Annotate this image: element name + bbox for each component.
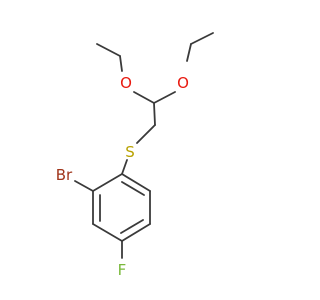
bond-ring-bromine [74,180,94,192]
bond-acetal-ch2 [153,102,156,126]
atom-oxygen-right: O [177,74,189,92]
ring-double-bond-2 [120,219,144,234]
atom-sulfur: S [125,143,135,161]
bond-ethyl-left-ch2 [119,55,123,72]
bond-ethyl-right-ch3 [190,32,214,45]
ring-bond-3 [121,223,151,242]
bond-ethyl-left-ch3 [96,43,121,57]
ring-double-bond-1 [121,181,145,196]
ring-bond-4 [92,223,123,242]
bond-sulfur-ring [121,159,128,175]
molecule-canvas: O O S Br F [55,32,214,279]
bond-oxygen-right-acetal [153,91,176,104]
atom-fluorine: F [118,261,127,279]
bond-ch2-sulfur [136,124,156,144]
atom-bromine: Br [56,166,73,184]
ring-bond-6 [92,173,123,192]
ring-bond-1 [121,173,151,192]
bond-oxygen-left-acetal [133,91,155,104]
structure-drawing: O O S Br F [56,32,214,279]
atom-oxygen-left: O [120,74,132,92]
bond-ethyl-right-ch2 [186,43,192,62]
